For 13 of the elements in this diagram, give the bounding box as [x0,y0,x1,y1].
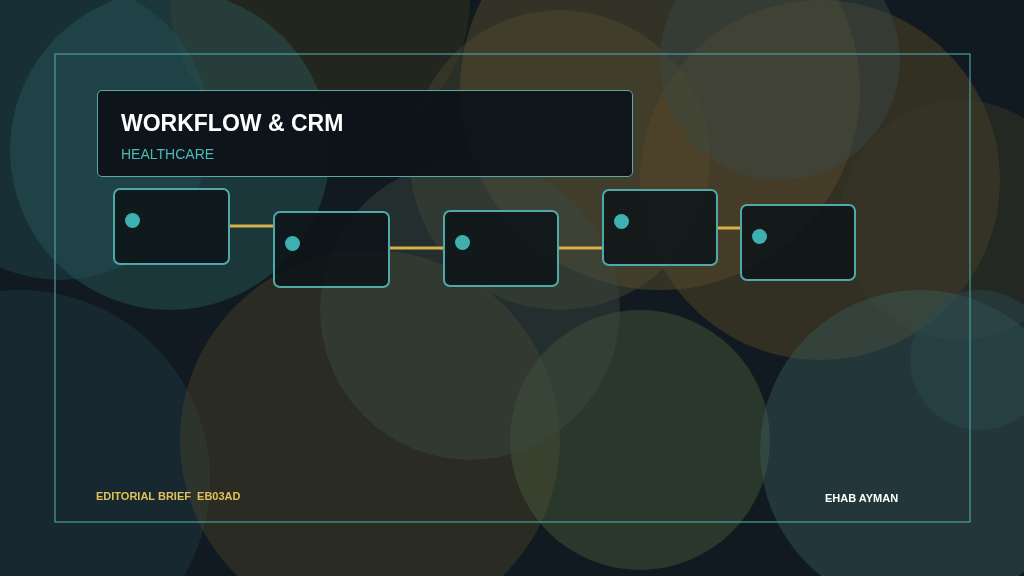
process-box [740,204,856,281]
author-name: EHAB AYMAN [825,492,899,504]
connector-line [718,226,740,230]
title: WORKFLOW & CRM [121,110,344,137]
process-box [443,210,559,287]
process-box [602,189,718,266]
process-box [273,211,390,288]
connector-line [559,246,602,250]
connector-line [390,246,443,250]
footer-note: EDITORIAL BRIEF EB03AD [96,490,241,502]
subtitle: HEALTHCARE [121,146,215,162]
connector-line [230,224,273,228]
process-box [113,188,230,265]
